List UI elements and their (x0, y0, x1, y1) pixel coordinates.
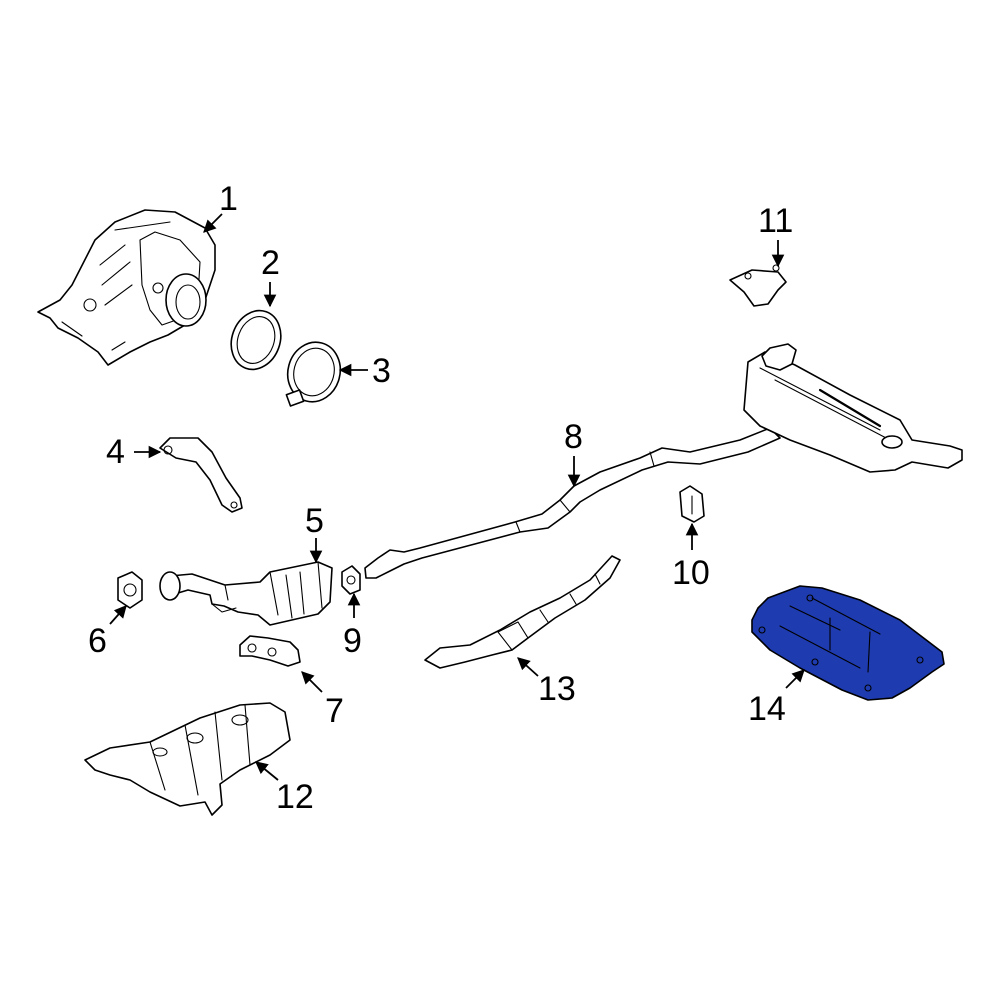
part-10-hanger[interactable] (679, 485, 705, 523)
part-8-rear-muffler[interactable] (743, 343, 963, 473)
part-9-gasket[interactable] (341, 565, 361, 595)
callout-labels: 1 2 3 4 5 6 7 8 9 10 11 12 13 14 (88, 180, 793, 816)
callout-2: 2 (261, 244, 280, 282)
part-12-heat-shield[interactable] (84, 702, 291, 816)
part-1-converter-housing[interactable] (37, 209, 216, 366)
leader-lines (109, 213, 805, 781)
part-2-gasket[interactable] (223, 304, 289, 377)
part-11-mount[interactable] (729, 264, 787, 307)
callout-7: 7 (325, 692, 344, 730)
callout-10: 10 (672, 554, 710, 592)
callout-4: 4 (106, 433, 125, 471)
part-6-gasket[interactable] (117, 571, 143, 609)
callout-12: 12 (276, 778, 314, 816)
part-13-heat-shield[interactable] (424, 555, 621, 669)
callout-1: 1 (219, 180, 238, 218)
callout-5: 5 (305, 502, 324, 540)
part-5-front-pipe-converter[interactable] (159, 561, 333, 626)
callout-14: 14 (748, 690, 786, 728)
part-3-clamp[interactable] (281, 336, 347, 407)
part-4-bracket[interactable] (159, 437, 243, 513)
callout-3: 3 (372, 352, 391, 390)
callout-9: 9 (343, 622, 362, 660)
part-7-bracket[interactable] (239, 635, 301, 667)
callout-8: 8 (564, 418, 583, 456)
part-8-exhaust-pipe[interactable] (364, 427, 781, 579)
part-14-underbody-shield[interactable] (751, 585, 945, 701)
callout-11: 11 (758, 202, 793, 240)
callout-13: 13 (538, 670, 576, 708)
callout-6: 6 (88, 622, 107, 660)
